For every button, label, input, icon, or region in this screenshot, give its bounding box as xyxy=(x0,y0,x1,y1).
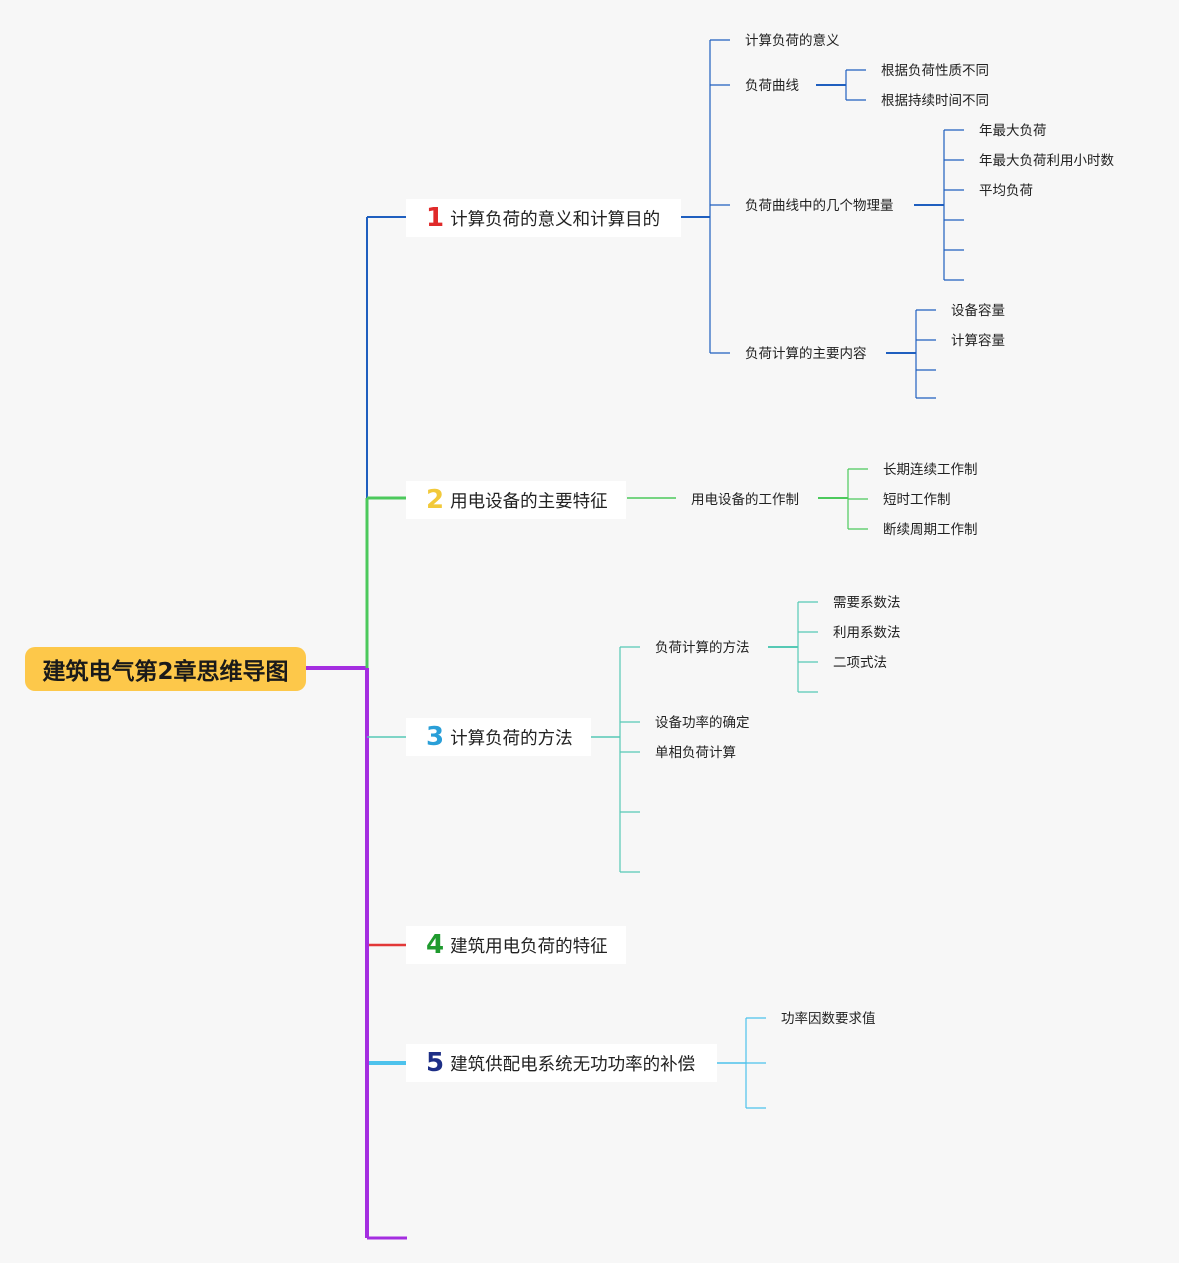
branch-3-child-1-leaf-1[interactable]: 需要系数法 xyxy=(833,595,901,611)
branch-1-child-3-leaf-3[interactable]: 平均负荷 xyxy=(979,183,1033,199)
branch-3-child-1-leaf-3[interactable]: 二项式法 xyxy=(833,655,887,671)
branch-2-child-1-leaf-3[interactable]: 断续周期工作制 xyxy=(883,522,978,538)
branch-1-child-2-leaf-2[interactable]: 根据持续时间不同 xyxy=(881,93,989,109)
branch-5-child-1[interactable]: 功率因数要求值 xyxy=(781,1011,876,1027)
branch-2-child-1-leaf-1[interactable]: 长期连续工作制 xyxy=(883,462,978,478)
branch-1-child-2-leaf-1[interactable]: 根据负荷性质不同 xyxy=(881,63,989,79)
branch-3-child-1[interactable]: 负荷计算的方法 xyxy=(655,640,750,656)
branch-2-child-1[interactable]: 用电设备的工作制 xyxy=(691,492,799,508)
branch-1-child-4-leaf-2[interactable]: 计算容量 xyxy=(951,333,1005,349)
branch-1-child-3-leaf-1[interactable]: 年最大负荷 xyxy=(979,123,1047,139)
branch-1-child-1[interactable]: 计算负荷的意义 xyxy=(745,33,840,49)
branch-3-child-1-leaf-2[interactable]: 利用系数法 xyxy=(833,625,901,641)
branch-5-number: 5 xyxy=(426,1048,445,1078)
branch-1-number: 1 xyxy=(426,203,445,233)
branch-3-topic[interactable]: 3 计算负荷的方法 xyxy=(406,718,591,756)
branch-4-label: 建筑用电负荷的特征 xyxy=(450,936,608,957)
branch-3-number: 3 xyxy=(426,722,445,752)
branch-5-label: 建筑供配电系统无功功率的补偿 xyxy=(450,1054,696,1075)
branch-4-number: 4 xyxy=(426,930,445,960)
root-topic[interactable]: 建筑电气第2章思维导图 xyxy=(25,647,306,691)
branch-1-child-3-leaf-2[interactable]: 年最大负荷利用小时数 xyxy=(979,153,1114,169)
branch-1-child-2[interactable]: 负荷曲线 xyxy=(745,78,799,94)
branch-5-topic[interactable]: 5 建筑供配电系统无功功率的补偿 xyxy=(406,1044,717,1082)
branch-2-topic[interactable]: 2 用电设备的主要特征 xyxy=(406,481,626,519)
branch-1-child-4-leaf-1[interactable]: 设备容量 xyxy=(951,303,1005,319)
root-title: 建筑电气第2章思维导图 xyxy=(42,659,289,685)
branch-2-label: 用电设备的主要特征 xyxy=(450,491,608,512)
branch-1-child-3[interactable]: 负荷曲线中的几个物理量 xyxy=(745,198,894,214)
branch-1-child-4[interactable]: 负荷计算的主要内容 xyxy=(745,346,867,362)
branch-1-label: 计算负荷的意义和计算目的 xyxy=(450,209,661,230)
branch-3-label: 计算负荷的方法 xyxy=(450,728,573,749)
branch-2-child-1-leaf-2[interactable]: 短时工作制 xyxy=(883,492,951,508)
branch-4-topic[interactable]: 4 建筑用电负荷的特征 xyxy=(406,926,626,964)
branch-3-child-3[interactable]: 单相负荷计算 xyxy=(655,745,736,761)
branch-1-topic[interactable]: 1 计算负荷的意义和计算目的 xyxy=(406,199,681,237)
branch-3-child-2[interactable]: 设备功率的确定 xyxy=(655,715,750,731)
branch-2-number: 2 xyxy=(426,485,445,515)
